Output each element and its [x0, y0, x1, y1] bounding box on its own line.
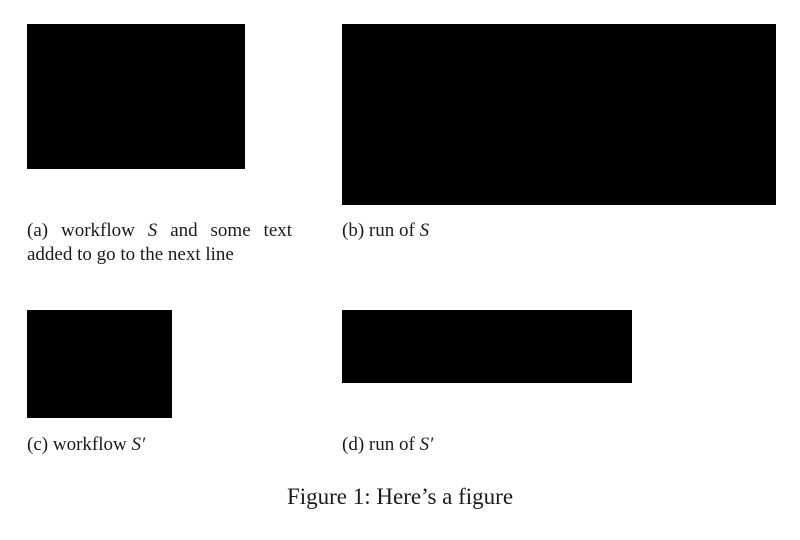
subfigure-b-caption: (b) run of S	[342, 219, 429, 243]
subfigure-d-image	[342, 310, 632, 383]
figure-caption-label: Figure 1:	[286, 484, 371, 509]
figure-caption: Figure 1: Here’s a figure	[0, 482, 800, 512]
subfigure-a-symbol: S	[147, 220, 158, 241]
subfigure-c-image	[27, 310, 172, 418]
subfigure-c-caption: (c) workflow S′	[27, 433, 145, 457]
subfigure-a-image	[27, 24, 245, 169]
subfigure-b-caption-pre: run of	[368, 220, 415, 241]
subfigure-c-symbol: S′	[131, 434, 146, 455]
subfigure-d-caption-pre: run of	[368, 434, 415, 455]
subfigure-a-label: (a)	[27, 220, 49, 241]
subfigure-d-caption: (d) run of S′	[342, 433, 433, 457]
subfigure-a-caption-pre: workflow	[61, 220, 135, 241]
subfigure-a-caption: (a) workflow S and some text added to go…	[27, 219, 292, 267]
subfigure-b-label: (b)	[342, 220, 365, 241]
subfigure-d-symbol: S′	[419, 434, 434, 455]
figure-caption-text: Here’s a figure	[376, 484, 514, 509]
subfigure-c-caption-pre: workflow	[52, 434, 127, 455]
subfigure-b-symbol: S	[419, 220, 430, 241]
subfigure-d-label: (d)	[342, 434, 365, 455]
subfigure-c-label: (c)	[27, 434, 49, 455]
subfigure-b-image	[342, 24, 776, 205]
subfigure-a-caption-post: and some text added to go to the next li…	[27, 220, 293, 265]
